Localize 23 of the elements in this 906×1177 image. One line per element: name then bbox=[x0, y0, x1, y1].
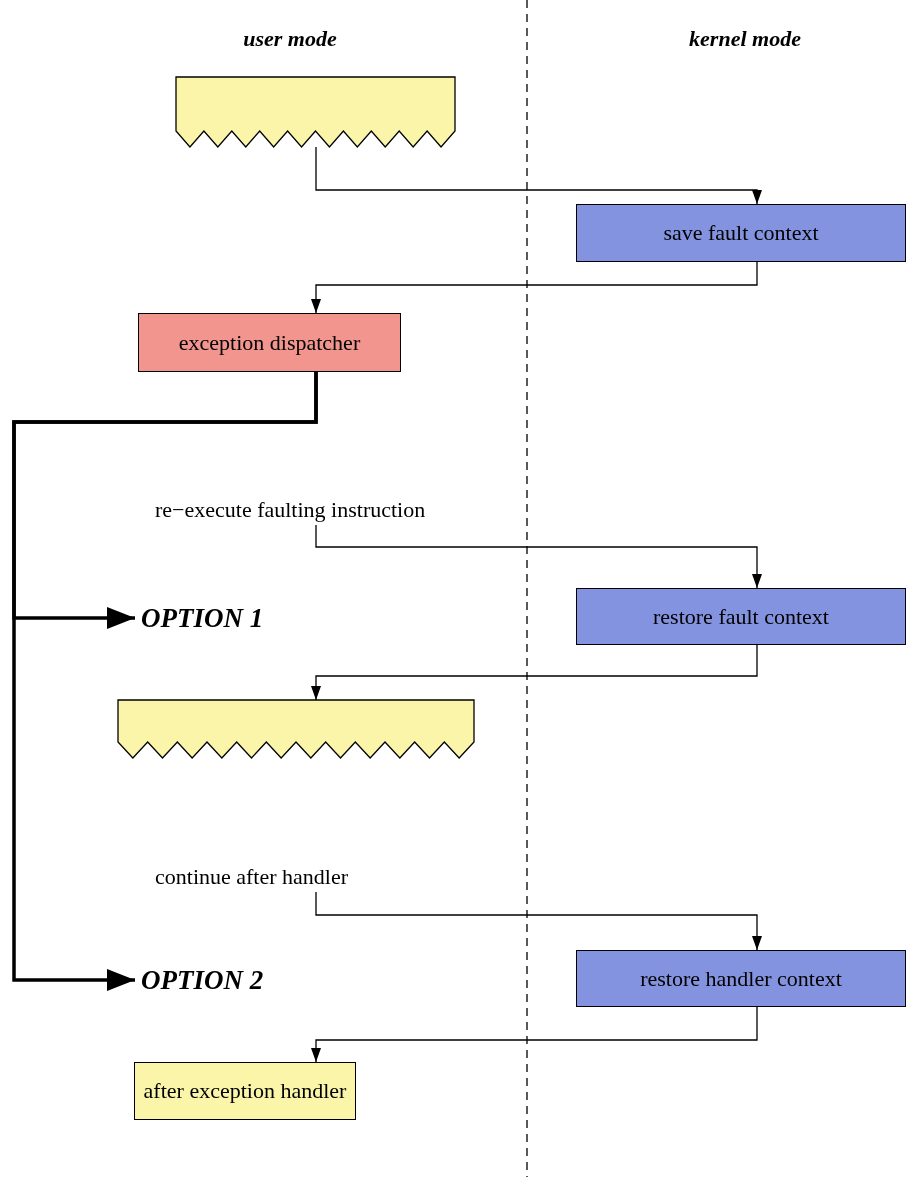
process-box bbox=[576, 204, 906, 262]
process-box bbox=[576, 950, 906, 1007]
column-heading: user mode bbox=[243, 26, 337, 52]
process-box bbox=[134, 1062, 356, 1120]
arrow bbox=[311, 261, 758, 314]
arrow bbox=[315, 891, 762, 951]
box-label: after exception handler bbox=[143, 1078, 347, 1104]
process-box bbox=[138, 313, 401, 372]
arrow bbox=[311, 1006, 758, 1063]
box-label: save fault context bbox=[663, 220, 819, 246]
edge-text: continue after handler bbox=[155, 864, 348, 890]
edge-text: re−execute faulting instruction bbox=[155, 497, 426, 523]
arrow bbox=[315, 524, 762, 589]
column-heading: kernel mode bbox=[689, 26, 801, 52]
option-label: OPTION 1 bbox=[141, 602, 264, 634]
arrow bbox=[315, 146, 762, 205]
box-label: restore fault context bbox=[653, 603, 829, 630]
box-label: exception dispatcher bbox=[178, 329, 361, 356]
thick-arrow bbox=[12, 372, 318, 991]
box-label: restore handler context bbox=[640, 965, 842, 992]
arrow bbox=[311, 644, 758, 701]
process-box bbox=[576, 588, 906, 645]
option-label: OPTION 2 bbox=[141, 964, 264, 996]
